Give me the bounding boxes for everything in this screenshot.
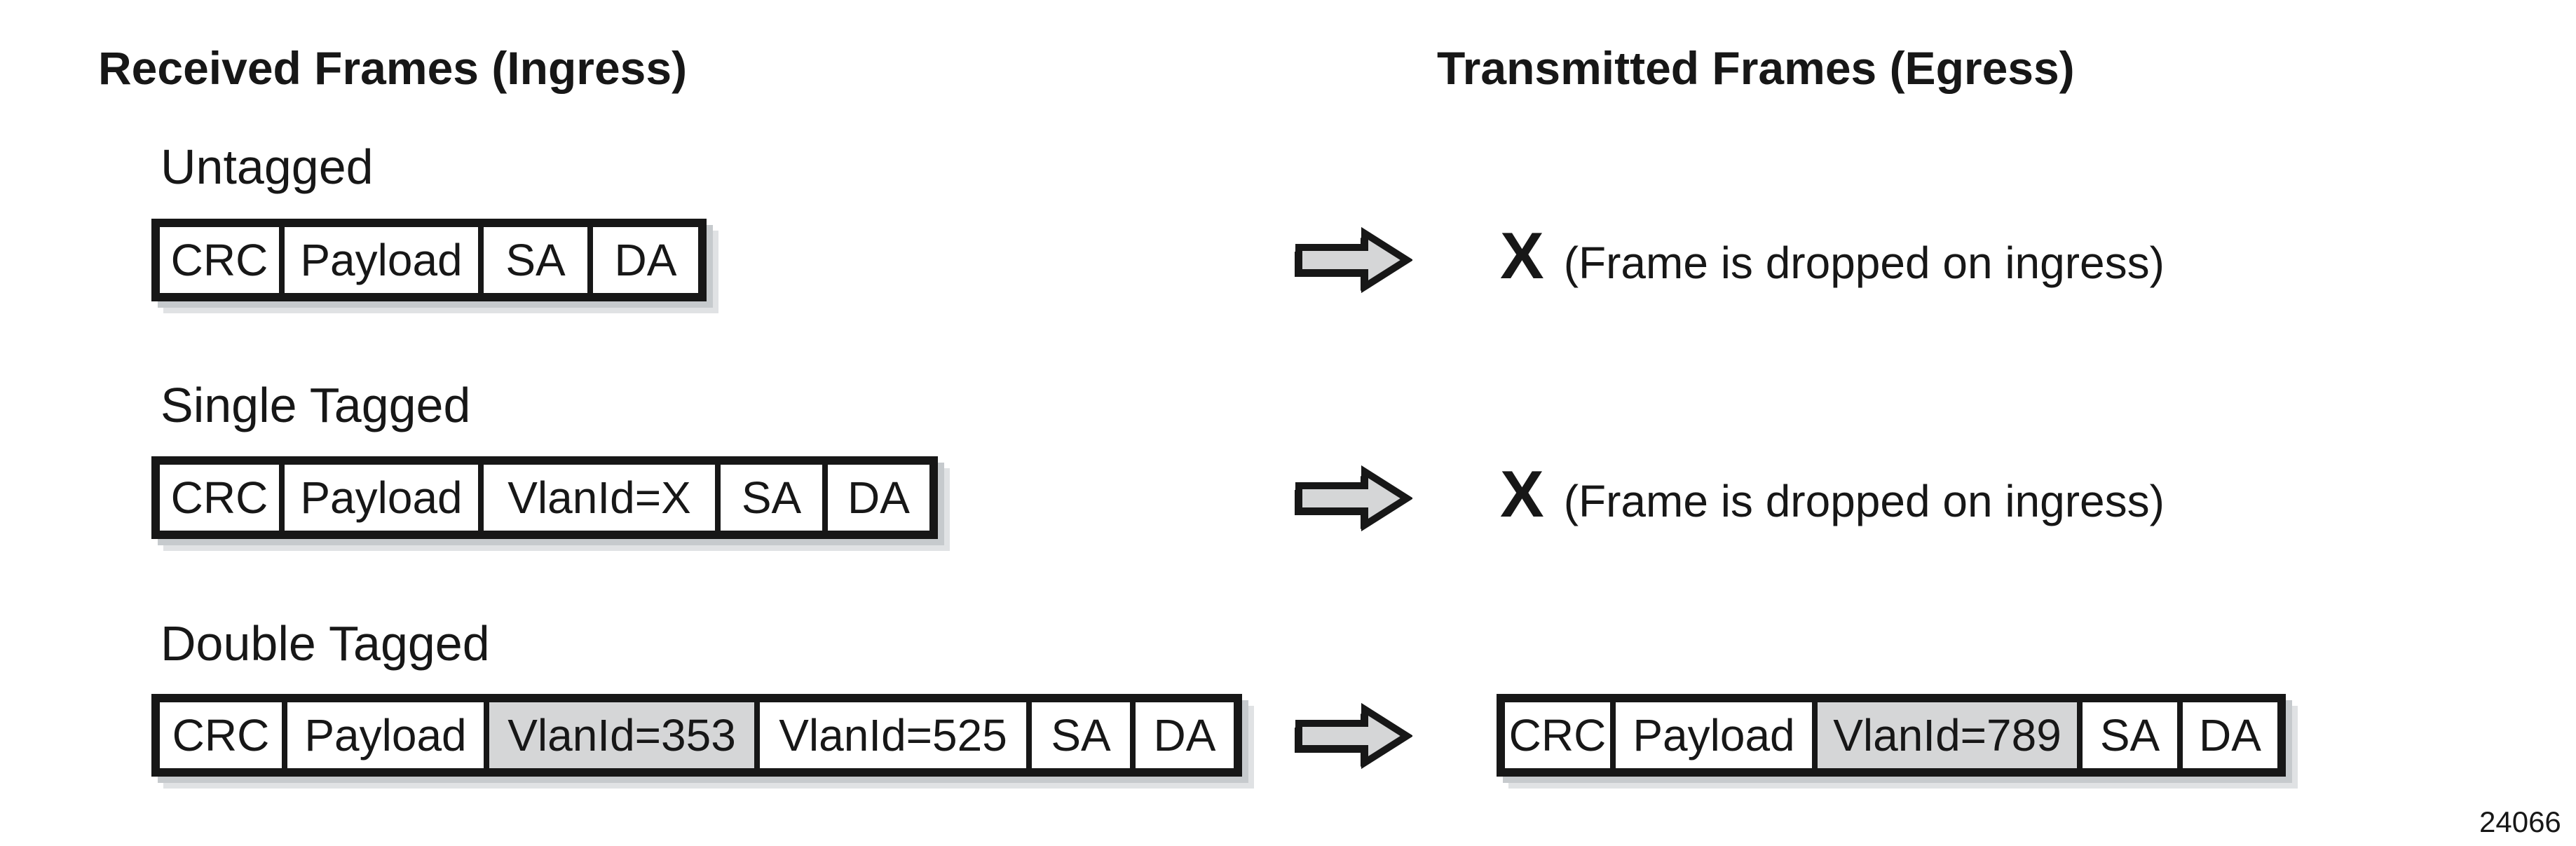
frame-cell-crc: CRC bbox=[160, 227, 279, 293]
frame-cell-vlanid-outer: VlanId=353 bbox=[489, 702, 754, 768]
double-tagged-ingress-frame: CRC Payload VlanId=353 VlanId=525 SA DA bbox=[151, 694, 1242, 777]
dropped-note: (Frame is dropped on ingress) bbox=[1563, 476, 2165, 526]
frame-cell-da: DA bbox=[2183, 702, 2277, 768]
single-tagged-ingress-frame: CRC Payload VlanId=X SA DA bbox=[151, 456, 938, 539]
egress-column-title: Transmitted Frames (Egress) bbox=[1437, 42, 2075, 94]
figure-number: 24066 bbox=[2479, 805, 2561, 838]
frame-cell-crc: CRC bbox=[160, 702, 282, 768]
dropped-result: X (Frame is dropped on ingress) bbox=[1500, 223, 2165, 289]
untagged-ingress-frame: CRC Payload SA DA bbox=[151, 219, 707, 301]
right-arrow-icon bbox=[1295, 465, 1414, 532]
frame-cell-sa: SA bbox=[484, 227, 587, 293]
dropped-result: X (Frame is dropped on ingress) bbox=[1500, 461, 2165, 527]
ingress-column-title: Received Frames (Ingress) bbox=[98, 42, 688, 94]
dropped-x-mark: X bbox=[1500, 219, 1544, 292]
double-tagged-egress-frame: CRC Payload VlanId=789 SA DA bbox=[1497, 694, 2286, 777]
frame-cell-payload: Payload bbox=[1616, 702, 1812, 768]
frame-cell-vlanid: VlanId=789 bbox=[1818, 702, 2077, 768]
frame-cell-da: DA bbox=[1136, 702, 1234, 768]
frame-cell-vlanid-inner: VlanId=525 bbox=[760, 702, 1026, 768]
frame-cell-crc: CRC bbox=[160, 465, 279, 531]
frame-cell-payload: Payload bbox=[285, 227, 478, 293]
dropped-x-mark: X bbox=[1500, 457, 1544, 531]
right-arrow-icon bbox=[1295, 226, 1414, 294]
frame-cell-payload: Payload bbox=[285, 465, 478, 531]
frame-cell-crc: CRC bbox=[1505, 702, 1610, 768]
frame-cell-sa: SA bbox=[1032, 702, 1130, 768]
frame-cell-payload: Payload bbox=[287, 702, 484, 768]
row-label-single-tagged: Single Tagged bbox=[161, 378, 471, 432]
frame-cell-vlanid: VlanId=X bbox=[484, 465, 715, 531]
frame-cell-da: DA bbox=[828, 465, 929, 531]
row-label-double-tagged: Double Tagged bbox=[161, 616, 490, 671]
frame-cell-da: DA bbox=[593, 227, 698, 293]
right-arrow-icon bbox=[1295, 702, 1414, 770]
ingress-to-egress-arrow bbox=[1293, 226, 1414, 294]
frame-cell-sa: SA bbox=[2083, 702, 2177, 768]
frame-cell-sa: SA bbox=[721, 465, 822, 531]
ingress-to-egress-arrow bbox=[1293, 465, 1414, 532]
row-label-untagged: Untagged bbox=[161, 139, 374, 194]
dropped-note: (Frame is dropped on ingress) bbox=[1563, 238, 2165, 288]
ingress-to-egress-arrow bbox=[1293, 702, 1414, 770]
